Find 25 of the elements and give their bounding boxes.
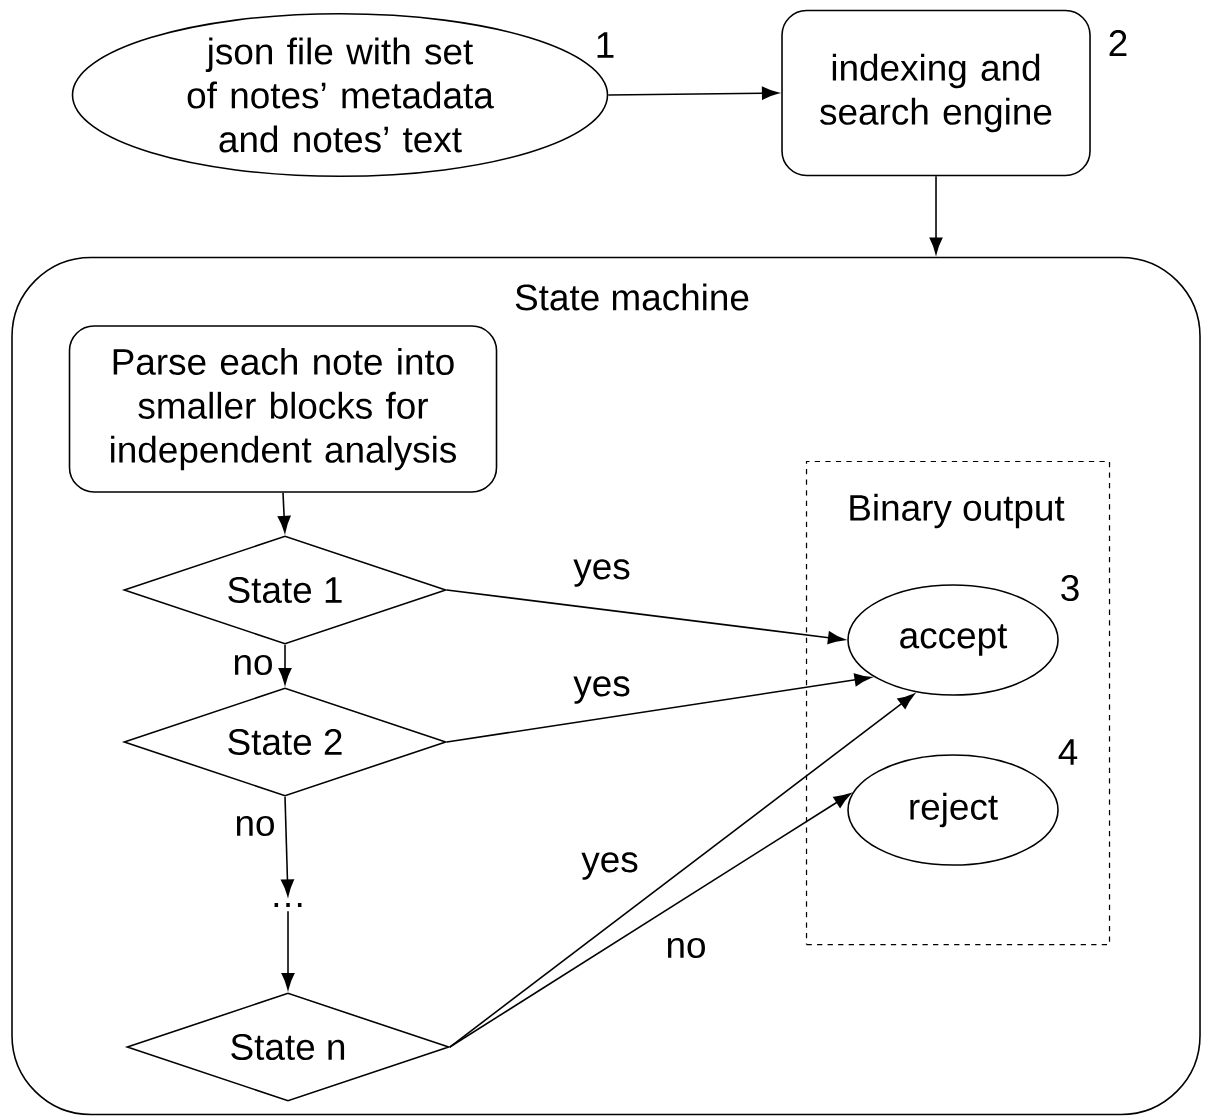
arrow: [281, 796, 294, 897]
ellipse-node: accept: [847, 584, 1059, 696]
process-box: Parse each note into smaller blocks for independent analysis: [68, 325, 498, 493]
callout-number: 2: [1109, 30, 1127, 56]
arrow: [277, 492, 291, 533]
edge-label: yes: [571, 674, 633, 706]
arrow: [449, 693, 915, 1048]
edge-label: no: [663, 936, 709, 960]
arrow: [281, 910, 295, 990]
edge-label: yes: [579, 850, 641, 882]
edge-label: no: [232, 814, 278, 838]
edge-label: yes: [571, 557, 633, 589]
callout-number: 4: [1058, 739, 1078, 765]
callout-number: 1: [597, 32, 614, 58]
edge-label: no: [230, 653, 276, 677]
ellipse-node: reject: [847, 754, 1059, 866]
arrow: [278, 644, 292, 685]
arrow: [929, 175, 943, 255]
callout-number: 3: [1061, 574, 1079, 602]
ellipsis-text: …: [274, 903, 302, 907]
arrow: [449, 793, 851, 1048]
process-box: indexing and search engine: [781, 9, 1091, 177]
arrow: [446, 589, 845, 645]
arrow: [446, 673, 872, 743]
arrow: [607, 86, 779, 100]
